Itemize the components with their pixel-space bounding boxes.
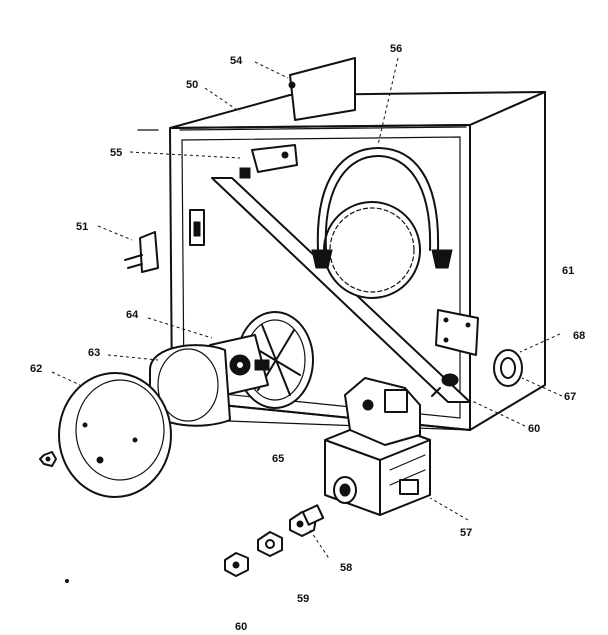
burner-opening [323, 201, 421, 299]
stray-mark [65, 579, 69, 583]
cabinet-housing [169, 91, 546, 431]
leader-lines [51, 57, 563, 561]
callout-68: 68 [573, 330, 585, 342]
callout-61: 61 [562, 265, 574, 277]
fitting-60 [224, 552, 249, 577]
callout-62: 62 [30, 363, 42, 375]
callout-51: 51 [76, 221, 88, 233]
callout-58: 58 [340, 562, 352, 574]
callout-54: 54 [230, 55, 243, 67]
callout-55: 55 [110, 147, 122, 159]
callout-65: 65 [272, 453, 284, 465]
limit-switch [239, 144, 298, 179]
flexible-tube [311, 147, 453, 269]
grommet [493, 349, 523, 387]
callout-labels: 54 56 50 55 51 61 64 68 63 62 67 60 65 5… [30, 43, 585, 633]
mounting-plate [435, 309, 479, 356]
fitting-59 [257, 531, 283, 557]
pilot-fitting [431, 373, 459, 397]
callout-64: 64 [126, 309, 139, 321]
gas-valve [324, 377, 431, 516]
top-plate [288, 57, 356, 121]
callout-57: 57 [460, 527, 472, 539]
callout-59: 59 [297, 593, 309, 605]
callout-60-right: 60 [528, 423, 540, 435]
callout-67: 67 [564, 391, 576, 403]
cover-disk [58, 372, 172, 498]
fitting-58 [289, 504, 325, 537]
callout-50-top: 50 [186, 79, 198, 91]
callout-56: 56 [390, 43, 402, 55]
cover-nut [39, 451, 57, 467]
blower-assembly [209, 311, 314, 409]
callout-63: 63 [88, 347, 100, 359]
callout-60-bottom: 60 [235, 621, 247, 633]
thermocouple-bracket [124, 231, 159, 273]
